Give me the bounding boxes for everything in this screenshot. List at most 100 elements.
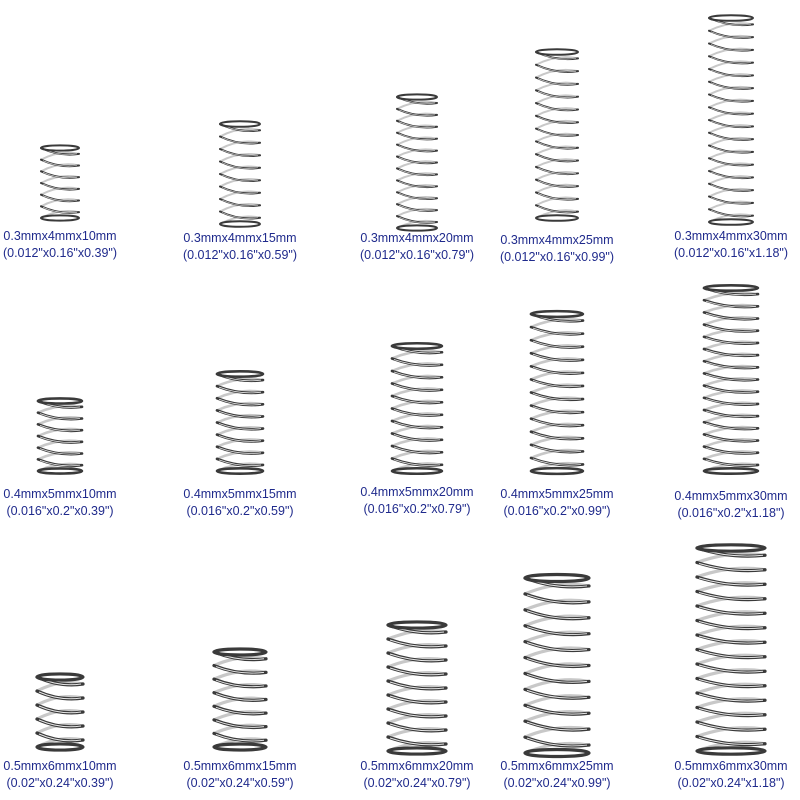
spring-highlight (526, 737, 588, 747)
metric-size-label: 0.5mmx6mmx25mm (500, 759, 614, 773)
spring-front-strand (219, 173, 261, 183)
spring-highlight (39, 436, 81, 443)
spring-top-end (390, 341, 444, 351)
spring-highlight (698, 563, 764, 572)
spring-highlight (39, 424, 81, 432)
coil-spring-graphic (695, 543, 767, 756)
spring-front-strand (396, 119, 438, 129)
spring-highlight (705, 386, 757, 393)
spring-item-0-4: 0.3mmx4mmx30mm (0.012"x0.16"x1.18") (640, 0, 800, 266)
spring-highlight (398, 192, 436, 200)
metric-size-label: 0.4mmx5mmx10mm (3, 487, 117, 501)
spring-highlight (537, 65, 577, 73)
spring-highlight (705, 410, 757, 418)
spring-front-strand (219, 148, 261, 158)
metric-size-label: 0.5mmx6mmx10mm (3, 759, 117, 773)
spring-front-strand (708, 42, 754, 52)
spring-highlight (398, 157, 436, 164)
spring-highlight (698, 722, 764, 731)
spring-highlight (39, 459, 81, 467)
spring-caption: 0.5mmx6mmx10mm (0.02"x0.24"x0.39") (0, 758, 140, 792)
imperial-size-label: (0.02"x0.24"x0.79") (363, 776, 471, 790)
spring-highlight (537, 129, 577, 137)
spring-highlight (532, 432, 582, 440)
spring-highlight (38, 733, 82, 742)
spring-highlight (526, 642, 588, 651)
spring-highlight (218, 435, 262, 442)
spring-highlight (537, 154, 577, 162)
spring-2-3 (480, 532, 640, 798)
coil-spring-graphic (35, 672, 85, 752)
spring-caption: 0.4mmx5mmx25mm (0.016"x0.2"x0.99") (477, 486, 637, 520)
spring-highlight (398, 145, 436, 152)
spring-bottom-end (695, 746, 767, 756)
spring-highlight (710, 120, 752, 128)
spring-highlight (42, 172, 78, 179)
spring-highlight (710, 146, 752, 153)
spring-highlight (710, 133, 752, 141)
spring-highlight (526, 626, 588, 636)
spring-highlight (698, 592, 764, 601)
spring-highlight (42, 160, 78, 167)
coil-spring-graphic (36, 397, 84, 475)
spring-highlight (393, 384, 441, 391)
metric-size-label: 0.4mmx5mmx25mm (500, 487, 614, 501)
spring-highlight (218, 411, 262, 418)
spring-highlight (710, 158, 752, 166)
imperial-size-label: (0.012"x0.16"x0.99") (499, 250, 615, 264)
metric-size-label: 0.3mmx4mmx10mm (3, 229, 117, 243)
spring-highlight (393, 409, 441, 416)
spring-0-0 (0, 0, 160, 266)
spring-front-strand (535, 63, 579, 73)
spring-front-strand (396, 131, 438, 141)
spring-front-strand (708, 157, 754, 167)
spring-front-strand (535, 153, 579, 163)
spring-highlight (710, 107, 752, 115)
spring-highlight (537, 103, 577, 111)
spring-highlight (526, 705, 588, 715)
spring-highlight (398, 121, 436, 128)
spring-front-strand (396, 179, 438, 189)
metric-size-label: 0.4mmx5mmx15mm (183, 487, 297, 501)
spring-highlight (221, 212, 259, 219)
spring-highlight (532, 366, 582, 374)
coil-spring-graphic (219, 120, 261, 228)
spring-front-strand (396, 215, 438, 224)
spring-front-strand (219, 210, 261, 220)
spring-highlight (537, 193, 577, 200)
spring-highlight (532, 458, 582, 466)
spring-highlight (705, 337, 757, 344)
spring-front-strand (535, 191, 579, 201)
spring-highlight (221, 149, 259, 157)
spring-1-2 (320, 266, 480, 532)
spring-0-2 (320, 0, 480, 266)
spring-top-end (215, 370, 265, 378)
imperial-size-label: (0.016"x0.2"x1.18") (677, 506, 785, 520)
spring-highlight (398, 181, 436, 188)
metric-size-label: 0.4mmx5mmx20mm (360, 485, 474, 499)
spring-highlight (537, 167, 577, 175)
spring-front-strand (219, 160, 261, 170)
spring-highlight (532, 380, 582, 388)
spring-item-1-3: 0.4mmx5mmx25mm (0.016"x0.2"x0.99") (480, 266, 640, 532)
spring-caption: 0.3mmx4mmx15mm (0.012"x0.16"x0.59") (160, 230, 320, 264)
spring-highlight (221, 174, 259, 182)
spring-highlight (42, 195, 78, 202)
spring-top-end (529, 309, 585, 319)
spring-highlight (710, 69, 752, 77)
imperial-size-label: (0.016"x0.2"x0.59") (186, 504, 294, 518)
metric-size-label: 0.3mmx4mmx25mm (500, 233, 614, 247)
spring-highlight (698, 708, 764, 717)
spring-highlight (215, 706, 265, 715)
spring-caption: 0.3mmx4mmx10mm (0.012"x0.16"x0.39") (0, 228, 140, 262)
spring-front-strand (219, 135, 261, 145)
spring-front-strand (396, 167, 438, 177)
imperial-size-label: (0.02"x0.24"x0.59") (186, 776, 294, 790)
spring-highlight (705, 435, 757, 442)
spring-highlight (389, 653, 445, 662)
spring-top-end (36, 397, 84, 405)
spring-highlight (389, 737, 445, 746)
spring-front-strand (708, 55, 754, 65)
spring-highlight (389, 709, 445, 718)
spring-highlight (218, 423, 262, 430)
